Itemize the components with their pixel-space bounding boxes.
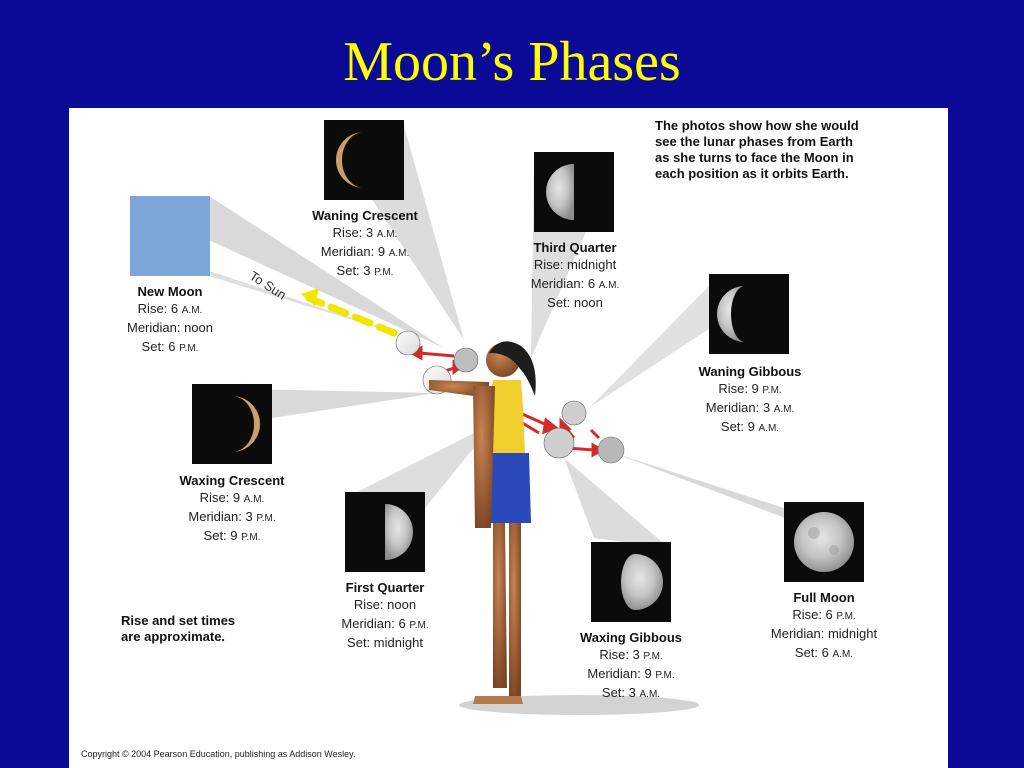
cone-first-quarter xyxy=(345,423,494,508)
sun-direction-arrow xyxy=(301,288,398,337)
phase-name: Waxing Crescent xyxy=(179,473,285,488)
rise-set-note: Rise and set times are approximate. xyxy=(121,613,236,644)
set-time: Set: 9 A.M. xyxy=(720,419,780,434)
set-time: Set: midnight xyxy=(347,635,423,650)
figure-panel: New Moon Rise: 6 A.M. Meridian: noon Set… xyxy=(69,108,948,768)
phase-name: New Moon xyxy=(137,284,203,299)
copyright-notice: Copyright © 2004 Pearson Education, publ… xyxy=(81,749,356,759)
waning-gibbous-photo xyxy=(709,274,789,354)
third-quarter-label: Third Quarter Rise: midnight Meridian: 6… xyxy=(511,239,639,313)
intro-note: The photos show how she would see the lu… xyxy=(655,118,859,181)
rise-time: Rise: 9 P.M. xyxy=(718,381,782,396)
meridian-time: Meridian: 3 A.M. xyxy=(705,400,795,415)
waning-gibbous-label: Waning Gibbous Rise: 9 P.M. Meridian: 3 … xyxy=(681,363,819,437)
phase-name: Full Moon xyxy=(793,590,855,605)
rise-time: Rise: 3 P.M. xyxy=(599,647,663,662)
set-time: Set: 3 A.M. xyxy=(601,685,661,700)
meridian-time: Meridian: noon xyxy=(127,320,213,335)
full-moon-label: Full Moon Rise: 6 P.M. Meridian: midnigh… xyxy=(755,589,893,663)
third-quarter-photo xyxy=(534,152,614,232)
full-moon-photo xyxy=(784,502,864,582)
meridian-time: Meridian: 3 P.M. xyxy=(188,509,276,524)
set-time: Set: 6 P.M. xyxy=(141,339,199,354)
waxing-crescent-label: Waxing Crescent Rise: 9 A.M. Meridian: 3… xyxy=(161,472,303,546)
set-time: Set: 9 P.M. xyxy=(203,528,261,543)
new-moon-label: New Moon Rise: 6 A.M. Meridian: noon Set… xyxy=(107,283,233,357)
meridian-time: Meridian: 9 A.M. xyxy=(320,244,410,259)
set-time: Set: 3 P.M. xyxy=(336,263,394,278)
rise-time: Rise: noon xyxy=(353,597,417,612)
waxing-gibbous-label: Waxing Gibbous Rise: 3 P.M. Meridian: 9 … xyxy=(562,629,700,703)
phase-name: Third Quarter xyxy=(533,240,617,255)
meridian-time: Meridian: midnight xyxy=(770,626,878,641)
meridian-time: Meridian: 9 P.M. xyxy=(587,666,675,681)
phase-name: Waning Crescent xyxy=(312,208,418,223)
phase-name: Waning Gibbous xyxy=(698,364,802,379)
cone-waxing-gibbous xyxy=(564,458,669,548)
waning-crescent-label: Waning Crescent Rise: 3 A.M. Meridian: 9… xyxy=(295,207,435,281)
cone-new-moon xyxy=(139,196,444,348)
first-quarter-photo xyxy=(345,492,425,572)
phase-name: First Quarter xyxy=(345,580,425,595)
new-moon-photo xyxy=(130,196,210,276)
set-time: Set: 6 A.M. xyxy=(794,645,854,660)
set-time: Set: noon xyxy=(547,295,603,310)
rise-time: Rise: midnight xyxy=(533,257,617,272)
meridian-time: Meridian: 6 A.M. xyxy=(530,276,620,291)
waxing-gibbous-photo xyxy=(591,542,671,622)
phase-name: Waxing Gibbous xyxy=(579,630,683,645)
moon-phase-diagram xyxy=(130,120,864,715)
slide-title: Moon’s Phases xyxy=(343,31,681,93)
meridian-time: Meridian: 6 P.M. xyxy=(341,616,429,631)
rise-time: Rise: 6 P.M. xyxy=(792,607,856,622)
waning-crescent-photo xyxy=(324,120,404,200)
first-quarter-label: First Quarter Rise: noon Meridian: 6 P.M… xyxy=(319,579,451,653)
rise-time: Rise: 9 A.M. xyxy=(199,490,265,505)
observer-girl xyxy=(429,341,699,715)
waxing-crescent-photo xyxy=(192,384,272,464)
rise-time: Rise: 3 A.M. xyxy=(332,225,398,240)
rise-time: Rise: 6 A.M. xyxy=(137,301,203,316)
